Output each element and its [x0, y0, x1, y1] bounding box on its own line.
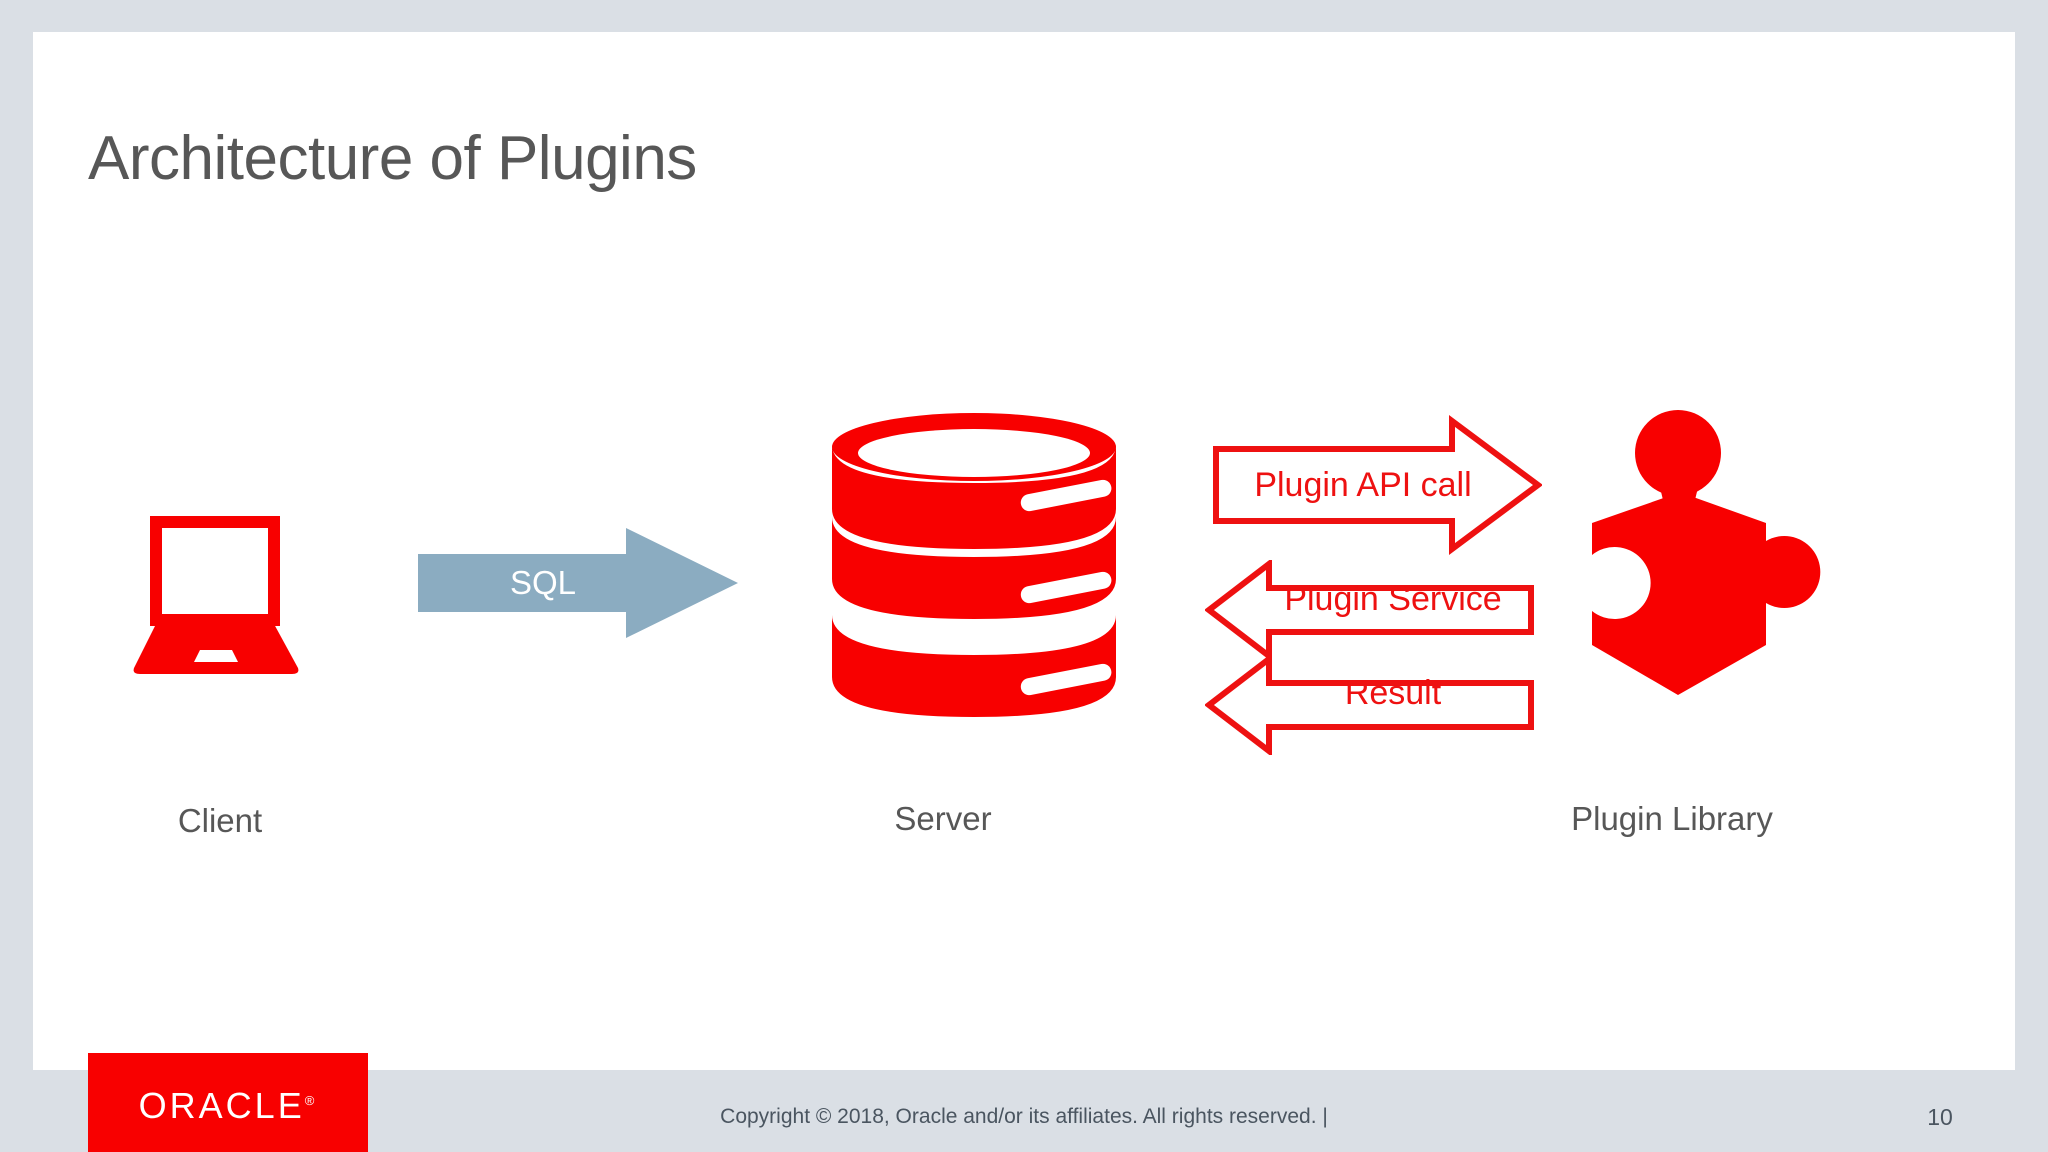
plugin-api-call-label: Plugin API call: [1254, 466, 1472, 504]
copyright-text: Copyright © 2018, Oracle and/or its affi…: [720, 1105, 1328, 1128]
laptop-icon: [128, 516, 338, 676]
oracle-wordmark-text: ORACLE: [138, 1085, 305, 1126]
plugin-service-arrow: [1204, 557, 1535, 663]
database-cylinder-icon: [824, 405, 1124, 725]
puzzle-piece-icon: [1570, 405, 1850, 705]
page-number: 10: [1927, 1104, 1953, 1130]
page-title: Architecture of Plugins: [88, 124, 697, 193]
oracle-wordmark: ORACLE®: [88, 1085, 368, 1127]
node-label-server: Server: [894, 800, 992, 837]
result-label: Result: [1344, 674, 1442, 712]
plugin-service-label: Plugin Service: [1284, 580, 1502, 618]
node-label-client: Client: [177, 802, 263, 839]
node-label-plugin-library: Plugin Library: [1571, 800, 1773, 837]
sql-arrow: [418, 528, 738, 638]
oracle-logo: ORACLE®: [88, 1053, 368, 1152]
oracle-trademark-icon: ®: [304, 1093, 318, 1108]
result-arrow: [1204, 652, 1535, 758]
plugin-api-call-arrow: [1212, 415, 1544, 555]
